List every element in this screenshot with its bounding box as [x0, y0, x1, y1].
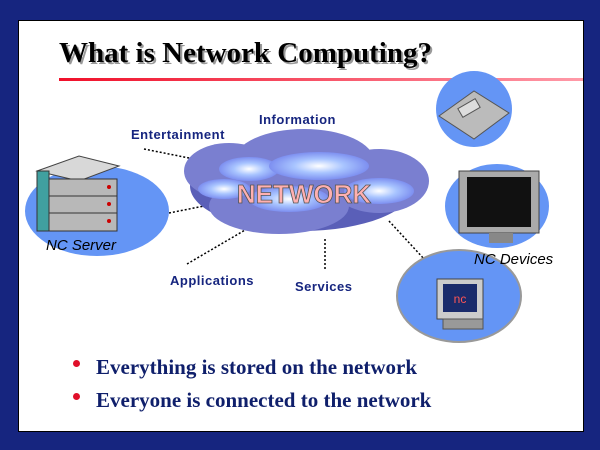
monitor-icon [458, 170, 540, 243]
network-diagram: NETWORK nc [25, 71, 549, 343]
bullet-item: Everyone is connected to the network [73, 388, 431, 413]
label-entertainment: Entertainment [131, 127, 225, 142]
label-nc-devices: NC Devices [474, 251, 554, 268]
bullet-dot-icon [73, 359, 80, 367]
nc-terminal-icon [436, 278, 484, 330]
bullet-dot-icon [73, 392, 80, 400]
label-applications: Applications [170, 273, 255, 288]
phone-icon [438, 90, 510, 140]
cloud-label: NETWORK [237, 179, 372, 209]
bullet-text: Everything is stored on the network [96, 355, 418, 379]
title-underline [59, 78, 583, 81]
bullet-text: Everyone is connected to the network [96, 388, 432, 412]
nc-server-icon [35, 155, 121, 232]
label-services: Services [295, 279, 353, 294]
label-information: Information [259, 112, 336, 127]
network-cloud [184, 129, 429, 234]
slide-title: What is Network Computing? [59, 37, 432, 69]
nc-logo: nc [454, 292, 467, 306]
slide: What is Network Computing? [18, 20, 584, 432]
bullet-item: Everything is stored on the network [73, 355, 417, 380]
label-nc-server: NC Server [46, 237, 117, 254]
